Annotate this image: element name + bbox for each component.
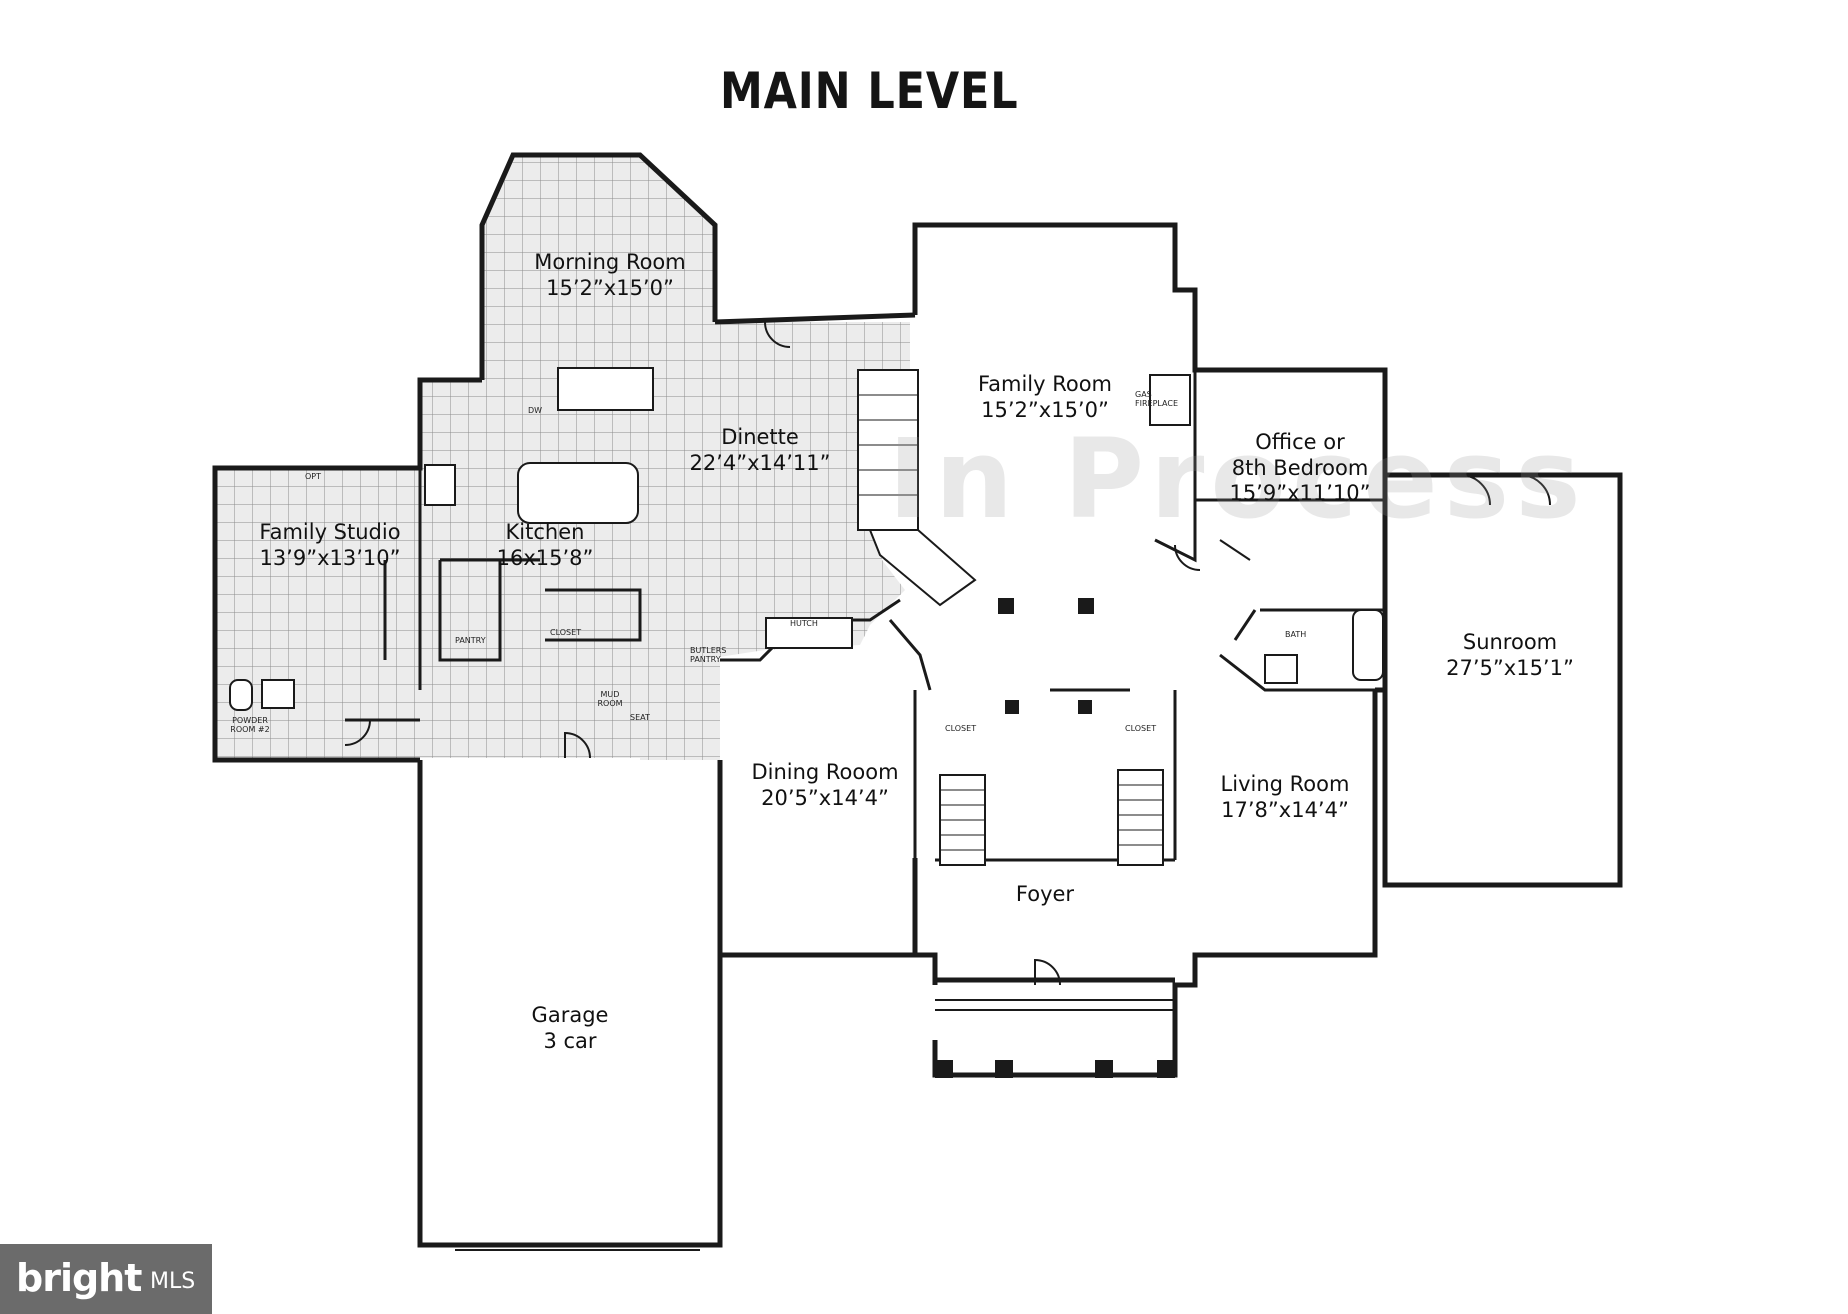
dinette-top-wall xyxy=(714,312,916,325)
label-pantry: PANTRY xyxy=(455,636,486,645)
porch-wall xyxy=(932,1040,1178,1078)
brand-mls: MLS xyxy=(150,1269,196,1294)
morning-room-floor xyxy=(420,155,910,700)
room-dinette-dim: 22’4”x14’11” xyxy=(689,450,831,475)
studio-wall xyxy=(212,377,482,763)
tiled-floor-area xyxy=(215,155,910,760)
room-sunroom-name: Sunroom xyxy=(1462,630,1558,654)
foyer-left-wall xyxy=(912,858,938,985)
label-closet-kitchen: CLOSET xyxy=(550,628,582,637)
fireplace xyxy=(1149,374,1191,426)
hutch xyxy=(765,617,853,649)
label-closet-left: CLOSET xyxy=(945,724,977,733)
room-family-dim: 15’2”x15’0” xyxy=(981,397,1109,422)
room-morning: Morning Room 15’2”x15’0” xyxy=(510,250,710,301)
sunroom-wall xyxy=(1382,472,1623,888)
room-foyer: Foyer xyxy=(990,882,1100,908)
hall-floor xyxy=(640,660,720,760)
room-sunroom: Sunroom 27’5”x15’1” xyxy=(1410,630,1610,681)
foyer-wall xyxy=(932,977,1175,985)
stair-top xyxy=(857,369,919,531)
room-office-name-2: 8th Bedroom xyxy=(1231,455,1369,480)
room-dining: Dining Rooom 20’5”x14’4” xyxy=(730,760,920,811)
tub xyxy=(1352,609,1384,681)
living-room-wall xyxy=(1172,690,1378,1040)
brand-logo: bright xyxy=(16,1256,142,1300)
columns xyxy=(935,598,1175,1078)
morning-room-wall xyxy=(479,152,718,380)
room-family-studio-name: Family Studio xyxy=(259,520,401,544)
room-living: Living Room 17’8”x14’4” xyxy=(1190,772,1380,823)
page-title: MAIN LEVEL xyxy=(720,62,1019,120)
room-kitchen: Kitchen 16x15’8” xyxy=(470,520,620,571)
stair-right xyxy=(1117,769,1164,866)
label-seat: SEAT xyxy=(630,713,650,722)
room-family: Family Room 15’2”x15’0” xyxy=(940,372,1150,423)
porch-rails xyxy=(935,999,1175,1011)
room-office-name-1: Office or xyxy=(1255,430,1345,454)
kitchen-fixtures xyxy=(229,367,1384,711)
interior-walls xyxy=(345,370,1385,862)
room-dining-name: Dining Rooom xyxy=(751,760,899,784)
sink-counter xyxy=(557,367,654,411)
label-hutch: HUTCH xyxy=(790,619,818,628)
room-kitchen-dim: 16x15’8” xyxy=(496,545,594,570)
family-room-wall xyxy=(912,222,1388,500)
kitchen-island xyxy=(517,462,639,524)
room-morning-dim: 15’2”x15’0” xyxy=(546,275,674,300)
room-morning-name: Morning Room xyxy=(534,250,686,274)
label-butlers-pantry: BUTLERS PANTRY xyxy=(690,646,727,664)
room-living-name: Living Room xyxy=(1220,772,1350,796)
room-office-dim: 15’9”x11’10” xyxy=(1229,481,1371,506)
room-garage-name: Garage xyxy=(531,1003,609,1027)
brand-badge: bright MLS xyxy=(0,1244,212,1314)
watermark: In Process xyxy=(888,415,1587,543)
toilet-powder xyxy=(229,679,253,711)
room-family-name: Family Room xyxy=(977,372,1113,396)
room-family-studio-dim: 13’9”x13’10” xyxy=(259,545,401,570)
room-dining-dim: 20’5”x14’4” xyxy=(761,785,889,810)
room-garage-dim: 3 car xyxy=(543,1028,597,1053)
label-dw: DW xyxy=(528,406,543,415)
stair-curve xyxy=(868,529,977,607)
room-office: Office or 8th Bedroom 15’9”x11’10” xyxy=(1190,430,1410,507)
label-bath: BATH xyxy=(1285,630,1307,639)
label-powder-room: POWDER ROOM #2 xyxy=(230,716,270,734)
cooktop xyxy=(424,464,456,506)
label-closet-right: CLOSET xyxy=(1125,724,1157,733)
room-family-studio: Family Studio 13’9”x13’10” xyxy=(235,520,425,571)
room-garage: Garage 3 car xyxy=(510,1003,630,1054)
label-gas-fireplace: GAS FIREPLACE xyxy=(1135,390,1179,408)
room-kitchen-name: Kitchen xyxy=(505,520,585,544)
room-sunroom-dim: 27’5”x15’1” xyxy=(1446,655,1574,680)
room-foyer-name: Foyer xyxy=(1015,882,1075,906)
sink-bath xyxy=(1264,654,1298,684)
sink-powder xyxy=(261,679,295,709)
label-opt: OPT xyxy=(305,472,322,481)
garage-door xyxy=(455,1244,700,1251)
room-dinette: Dinette 22’4”x14’11” xyxy=(660,425,860,476)
walls xyxy=(212,152,1623,1248)
label-mud-room: MUD ROOM xyxy=(597,690,623,708)
room-dinette-name: Dinette xyxy=(721,425,799,449)
room-living-dim: 17’8”x14’4” xyxy=(1221,797,1349,822)
doors xyxy=(344,321,1551,986)
stair-treads xyxy=(858,394,1163,851)
